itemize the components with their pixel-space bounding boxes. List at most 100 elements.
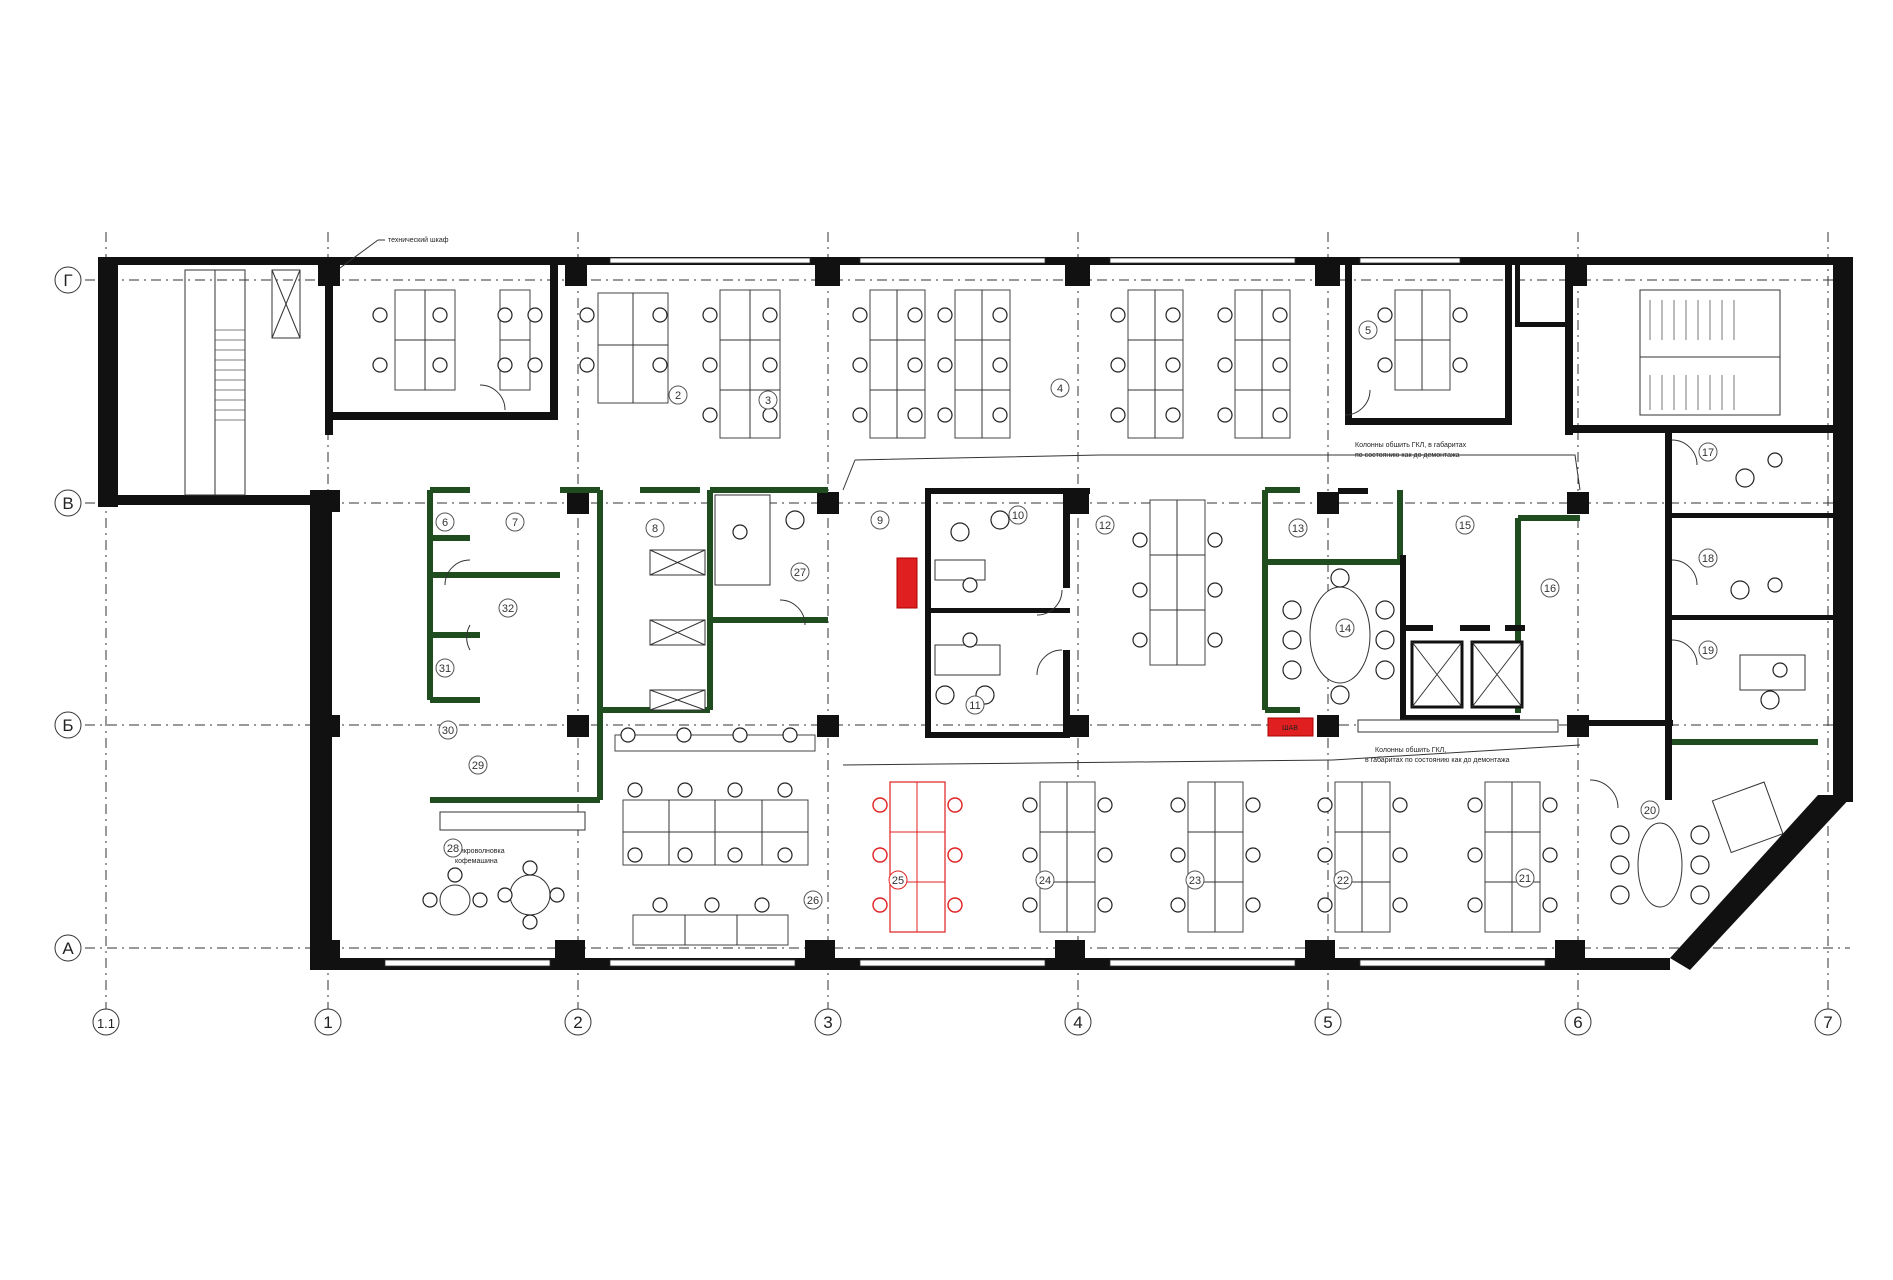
shav-label: ШАВ <box>1282 725 1298 732</box>
svg-text:7: 7 <box>512 517 518 529</box>
svg-text:13: 13 <box>1292 523 1304 535</box>
svg-text:Б: Б <box>62 716 73 735</box>
workstations-bottom <box>614 499 1541 946</box>
room-26-label: 26 <box>803 890 823 910</box>
room-28-label: 28 <box>443 838 463 858</box>
svg-text:28: 28 <box>447 843 459 855</box>
columns-note-bottom-line1: Колонны обшить ГКЛ, <box>1375 746 1446 754</box>
grid-axes: 1.1 1 2 3 4 5 6 7 <box>54 232 1850 1036</box>
room-23-label: 23 <box>1185 870 1205 890</box>
interior-walls <box>925 265 1853 800</box>
svg-text:2: 2 <box>573 1013 582 1032</box>
svg-text:31: 31 <box>439 663 451 675</box>
svg-text:4: 4 <box>1057 383 1063 395</box>
svg-text:А: А <box>62 939 74 958</box>
tech-cabinet-note: технический шкаф <box>388 236 449 244</box>
svg-text:30: 30 <box>442 725 454 737</box>
stair-left <box>184 269 301 496</box>
svg-text:32: 32 <box>502 603 514 615</box>
axis-7-marker: 7 <box>1814 1008 1842 1036</box>
svg-text:14: 14 <box>1339 623 1351 635</box>
svg-text:3: 3 <box>823 1013 832 1032</box>
axis-1-1-marker: 1.1 <box>92 1008 120 1036</box>
room-14-label: 14 <box>1335 618 1355 638</box>
room-16-label: 16 <box>1540 578 1560 598</box>
svg-text:25: 25 <box>892 875 904 887</box>
svg-text:6: 6 <box>442 517 448 529</box>
room-17-label: 17 <box>1698 442 1718 462</box>
svg-text:29: 29 <box>472 760 484 772</box>
axis-b-marker: Б <box>54 711 82 739</box>
axis-1-marker: 1 <box>314 1008 342 1036</box>
svg-text:26: 26 <box>807 895 819 907</box>
room-25-label: 25 <box>888 870 908 890</box>
green-partitions <box>427 487 1818 803</box>
kitchen-note-line2: кофемашина <box>455 858 498 865</box>
svg-text:1: 1 <box>323 1013 332 1032</box>
stair-right <box>1639 289 1781 416</box>
svg-text:Г: Г <box>63 271 72 290</box>
axis-5-marker: 5 <box>1314 1008 1342 1036</box>
chairs-top <box>372 307 1468 423</box>
room-24-label: 24 <box>1035 870 1055 890</box>
svg-text:2: 2 <box>675 390 681 402</box>
axis-g-marker: Г <box>54 266 82 294</box>
kitchen-note-line1: микроволновка <box>455 848 505 855</box>
columns <box>318 258 1589 965</box>
axis-3-marker: 3 <box>814 1008 842 1036</box>
svg-text:20: 20 <box>1644 805 1656 817</box>
svg-text:11: 11 <box>969 700 980 712</box>
svg-text:24: 24 <box>1039 875 1051 887</box>
doors <box>444 384 1698 809</box>
room-31-label: 31 <box>435 658 455 678</box>
room-6-label: 6 <box>435 512 455 532</box>
windows <box>384 257 1546 967</box>
room-30-label: 30 <box>438 720 458 740</box>
room-19-label: 19 <box>1698 640 1718 660</box>
svg-text:4: 4 <box>1073 1013 1082 1032</box>
svg-text:6: 6 <box>1573 1013 1582 1032</box>
room-20-label: 20 <box>1640 800 1660 820</box>
room-22-label: 22 <box>1333 870 1353 890</box>
svg-text:5: 5 <box>1323 1013 1332 1032</box>
room-5-label: 5 <box>1358 320 1378 340</box>
columns-note-top-line2: по состоянию как до демонтажа <box>1355 452 1460 459</box>
svg-text:3: 3 <box>765 395 771 407</box>
svg-text:18: 18 <box>1702 553 1714 565</box>
room-2-label: 2 <box>668 385 688 405</box>
svg-text:9: 9 <box>877 515 883 527</box>
svg-text:5: 5 <box>1365 325 1371 337</box>
svg-text:23: 23 <box>1189 875 1201 887</box>
svg-text:1.1: 1.1 <box>97 1016 115 1031</box>
svg-text:12: 12 <box>1099 520 1111 532</box>
room-10-label: 10 <box>1008 505 1028 525</box>
annotations: технический шкаф Колонны обшить ГКЛ, в г… <box>339 236 1510 865</box>
svg-text:8: 8 <box>652 523 658 535</box>
room-12-label: 12 <box>1095 515 1115 535</box>
room-13-label: 13 <box>1288 518 1308 538</box>
room-11-label: 11 <box>965 695 985 715</box>
svg-text:19: 19 <box>1702 645 1714 657</box>
axis-6-marker: 6 <box>1564 1008 1592 1036</box>
room-7-label: 7 <box>505 512 525 532</box>
lobby-outline <box>842 454 1581 766</box>
axis-a-marker: А <box>54 934 82 962</box>
svg-text:В: В <box>62 494 73 513</box>
svg-text:27: 27 <box>794 567 806 579</box>
axis-v-marker: В <box>54 489 82 517</box>
svg-text:17: 17 <box>1702 447 1714 459</box>
room-21-label: 21 <box>1515 868 1535 888</box>
room-32-label: 32 <box>498 598 518 618</box>
room-4-label: 4 <box>1050 378 1070 398</box>
svg-text:22: 22 <box>1337 875 1349 887</box>
room-29-label: 29 <box>468 755 488 775</box>
svg-text:10: 10 <box>1012 510 1024 522</box>
highlight-elements: ШАВ <box>896 557 1314 737</box>
svg-text:21: 21 <box>1519 873 1531 885</box>
svg-text:16: 16 <box>1544 583 1556 595</box>
svg-text:15: 15 <box>1459 520 1471 532</box>
room-27-label: 27 <box>790 562 810 582</box>
columns-note-bottom-line2: в габаритах по состоянию как до демонтаж… <box>1365 756 1510 764</box>
chairs-bottom <box>620 532 1558 913</box>
